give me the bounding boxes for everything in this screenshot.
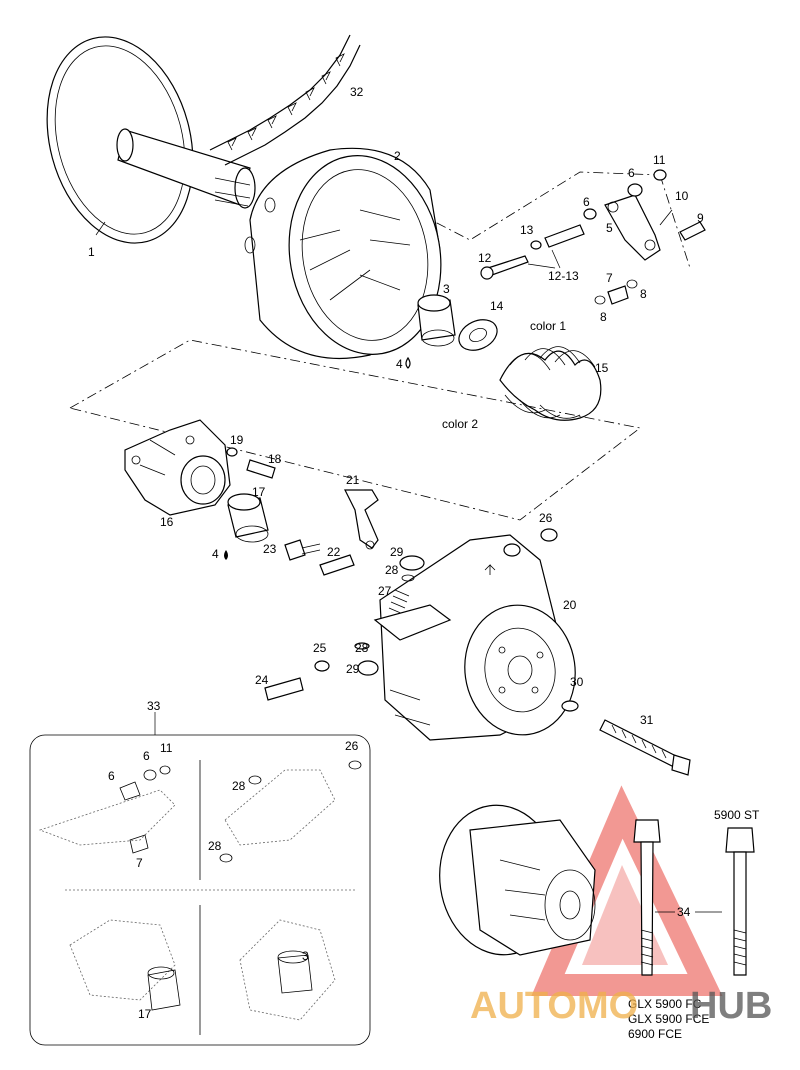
callout-6b: 6 (583, 195, 590, 209)
part-14-washer (458, 319, 498, 351)
callout-8b: 8 (600, 310, 607, 324)
part-34-clutch-assembly-variants (439, 804, 755, 976)
inset-callout-17: 17 (138, 1007, 152, 1021)
callout-20: 20 (563, 598, 577, 612)
callout-19: 19 (230, 433, 244, 447)
callout-31: 31 (640, 713, 654, 727)
callout-33: 33 (147, 699, 161, 713)
callout-18: 18 (268, 452, 282, 466)
callout-16: 16 (160, 515, 174, 529)
part-20-spider (379, 534, 576, 741)
callout-10: 10 (675, 189, 689, 203)
callout-28b: 28 (355, 641, 369, 655)
linkage-parts-group (480, 169, 706, 305)
callout-30: 30 (570, 675, 584, 689)
callout-21: 21 (346, 473, 360, 487)
callout-25: 25 (313, 641, 327, 655)
part-2-movable-sheave (244, 147, 442, 360)
variant-labels: 5900 ST GLX 5900 FC GLX 5900 FCE 6900 FC… (628, 808, 760, 1041)
inset-callout-28a: 28 (232, 779, 246, 793)
callout-5: 5 (606, 221, 613, 235)
callout-8a: 8 (640, 287, 647, 301)
callout-24: 24 (255, 673, 269, 687)
callout-17: 17 (252, 485, 266, 499)
callout-12-13: 12-13 (548, 269, 579, 283)
callout-4b: 4 (212, 547, 219, 561)
watermark-text-left: AUTOMO (470, 985, 638, 1027)
inset-callout-6a: 6 (143, 749, 150, 763)
assembly-boundary-lines (69, 167, 691, 521)
callout-14: 14 (490, 299, 504, 313)
part-1-fixed-sheave (46, 36, 256, 244)
part-32-drive-belt (209, 34, 361, 166)
callout-32: 32 (350, 85, 364, 99)
watermark-text-right: HUB (690, 985, 772, 1027)
small-hardware-group (264, 528, 691, 776)
inset-callout-26: 26 (345, 739, 359, 753)
callout-34: 34 (677, 905, 691, 919)
callout-6a: 6 (628, 166, 635, 180)
callout-4a: 4 (396, 357, 403, 371)
callout-22: 22 (327, 545, 341, 559)
callout-29b: 29 (346, 662, 360, 676)
part-22-pin (319, 554, 355, 576)
callout-1: 1 (88, 245, 95, 259)
callout-7: 7 (606, 271, 613, 285)
inset-callout-28b: 28 (208, 839, 222, 853)
inset-callout-7: 7 (136, 856, 143, 870)
inset-callout-3: 3 (302, 949, 309, 963)
part-16-housing (124, 419, 231, 516)
callout-15: 15 (595, 361, 609, 375)
callout-26: 26 (539, 511, 553, 525)
inset-callout-6b: 6 (108, 769, 115, 783)
callout-12: 12 (478, 251, 492, 265)
part-21-lever (344, 489, 379, 550)
inset-callout-11: 11 (160, 741, 173, 755)
part-17-bushing (224, 493, 269, 560)
callout-labels: 1 32 2 6 11 10 6 9 5 13 12 12-13 7 8 8 3… (88, 85, 704, 1021)
callout-27: 27 (378, 584, 392, 598)
callout-29a: 29 (390, 545, 404, 559)
variant-6900-fce: 6900 FCE (628, 1027, 682, 1041)
variant-5900-st: 5900 ST (714, 808, 760, 822)
callout-23: 23 (263, 542, 277, 556)
callout-3: 3 (443, 282, 450, 296)
callout-13: 13 (520, 223, 534, 237)
callout-color1: color 1 (530, 319, 566, 333)
callout-11: 11 (653, 153, 666, 167)
part-23-bolt (284, 539, 321, 561)
inset-box-33 (29, 712, 371, 1046)
callout-color2: color 2 (442, 417, 478, 431)
variant-glx-5900-fc: GLX 5900 FC (628, 997, 702, 1011)
callout-2: 2 (394, 149, 401, 163)
part-15-spring (499, 346, 602, 421)
watermark-logo: AUTOMO HUB (470, 985, 772, 1027)
part-3-bushing (405, 294, 456, 369)
callout-9: 9 (697, 211, 704, 225)
variant-glx-5900-fce: GLX 5900 FCE (628, 1012, 709, 1026)
part-18-19-screw-washer (226, 447, 276, 479)
callout-28a: 28 (385, 563, 399, 577)
